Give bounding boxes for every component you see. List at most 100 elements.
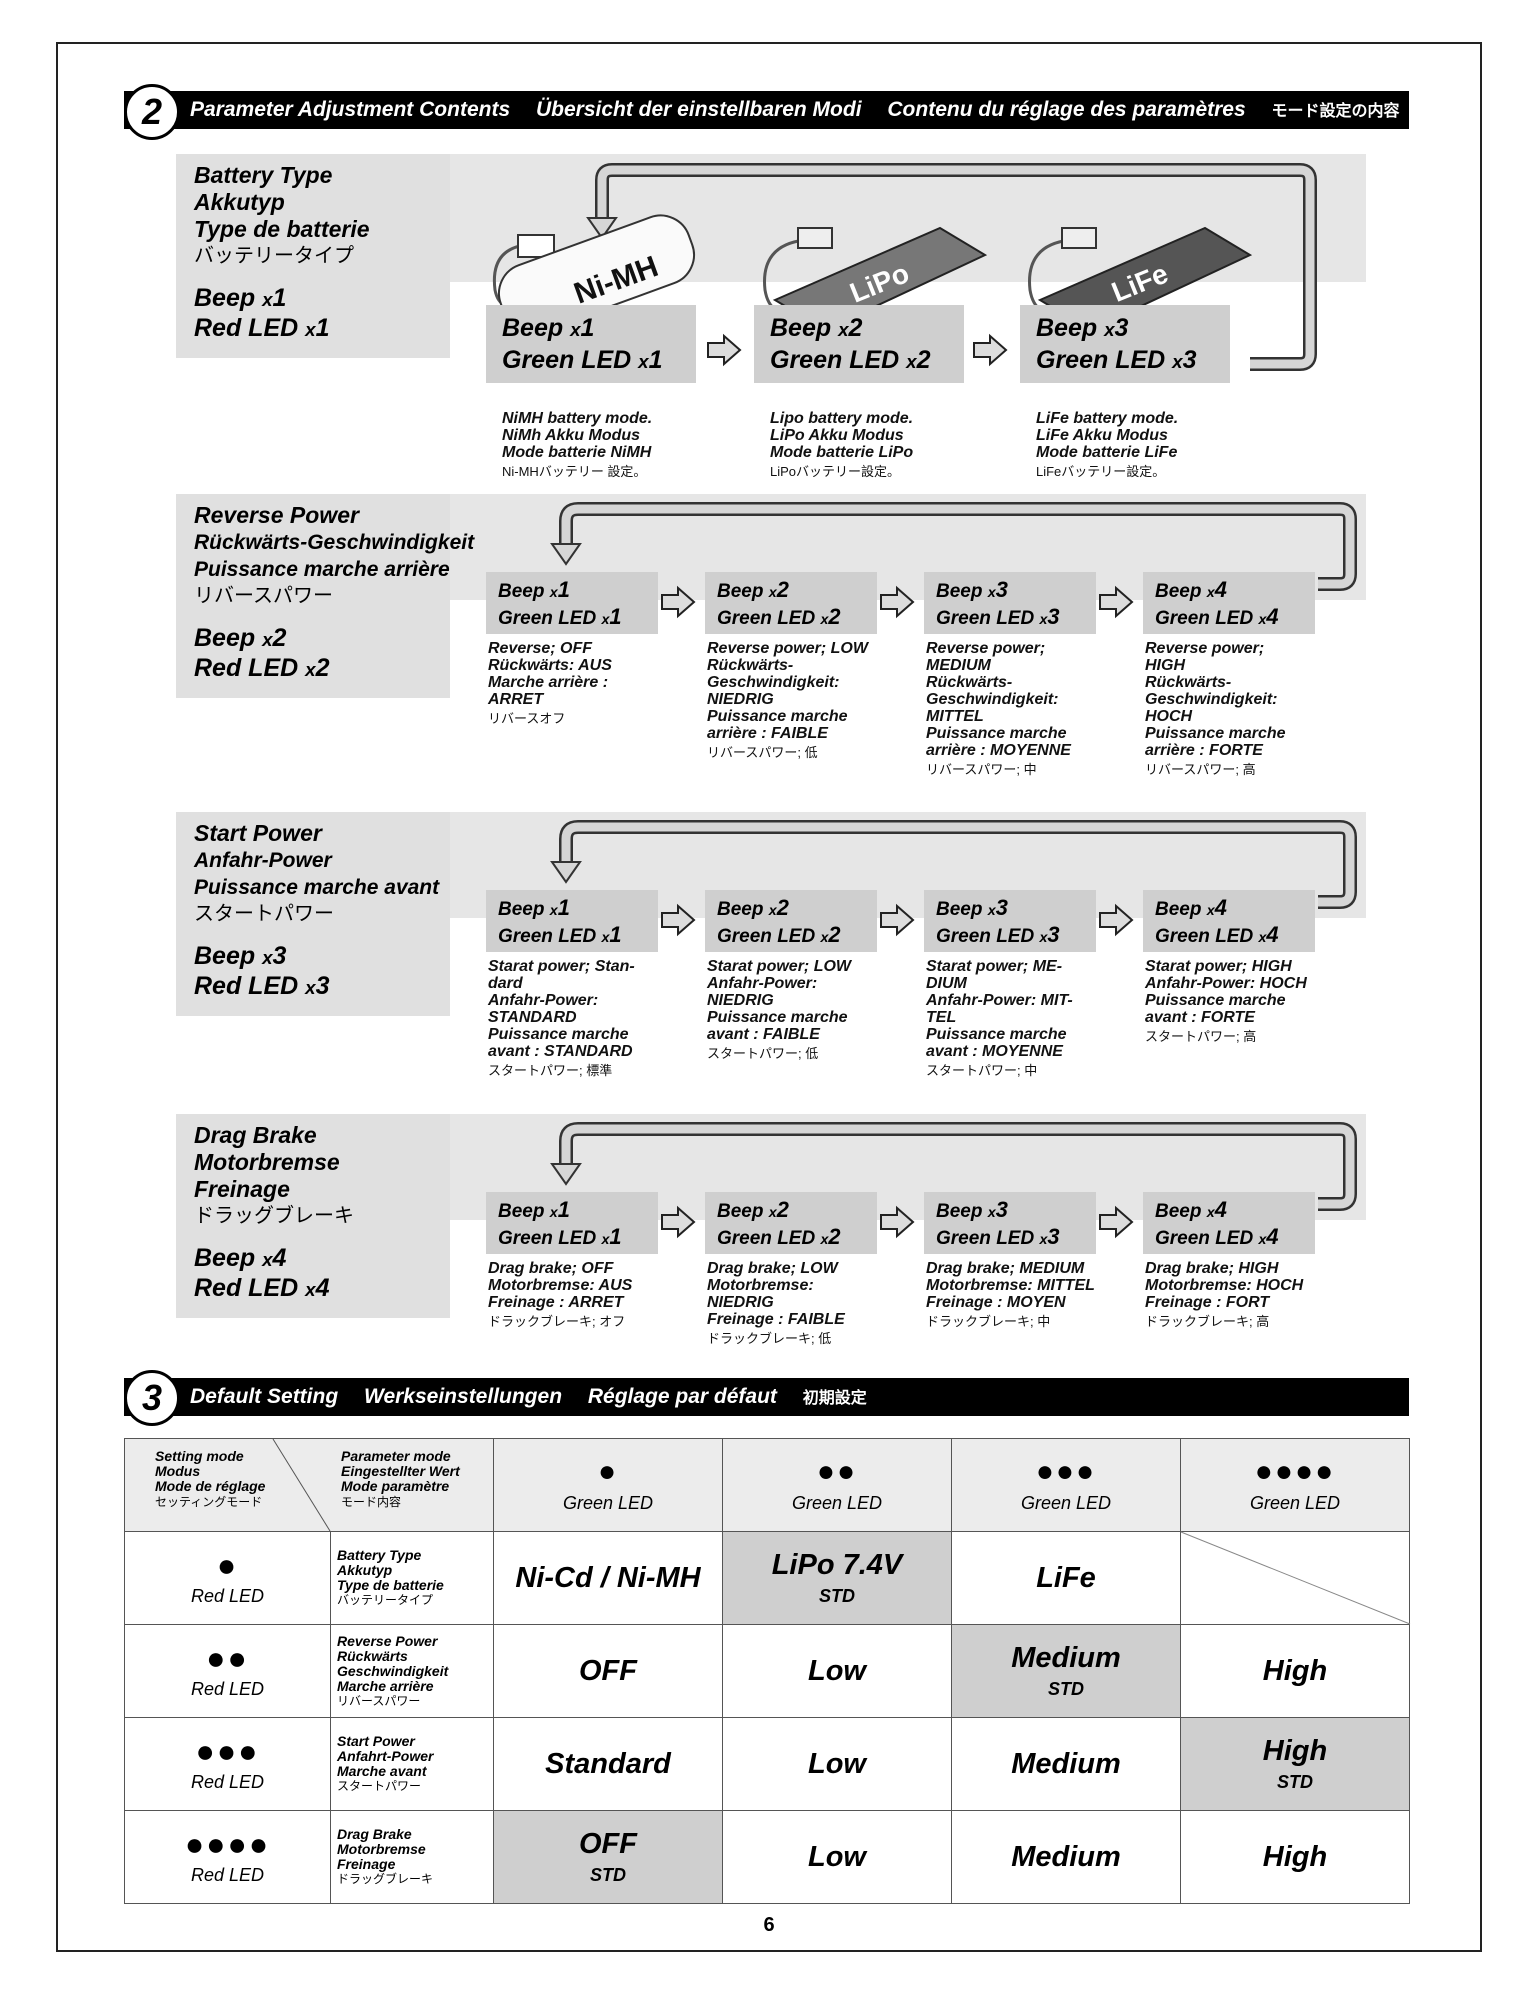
- reverse-label-en: Reverse Power: [194, 502, 359, 528]
- battery-label-de: Akkutyp: [194, 189, 285, 215]
- section-3-title-en: Default Setting: [190, 1385, 339, 1408]
- row-4-value-2: Low: [722, 1810, 952, 1904]
- arrow-right-icon: [661, 1205, 696, 1239]
- battery-loop-arrowhead: [586, 217, 618, 240]
- row-4-value-3: Medium: [951, 1810, 1181, 1904]
- loop-arrowhead: [550, 543, 582, 566]
- battery-label-jp: バッテリータイプ: [194, 245, 354, 267]
- battery-beep-count: Beep x1: [194, 284, 287, 312]
- section-3-title-jp: 初期設定: [802, 1390, 867, 1407]
- loop-arrowhead: [550, 861, 582, 884]
- loop-arrowhead: [550, 1163, 582, 1186]
- page-number: 6: [763, 1914, 775, 1936]
- start-label-jp: スタートパワー: [194, 903, 334, 925]
- start-red-led-count: Red LED x3: [194, 972, 330, 1000]
- section-2-header: Parameter Adjustment Contents Übersicht …: [124, 91, 1409, 129]
- row-1-empty-cell: [1180, 1531, 1411, 1625]
- reverse-label: Reverse Power Rückwärts-Geschwindigkeit …: [176, 494, 475, 698]
- battery-option-2: Beep x2 Green LED x2: [754, 305, 964, 383]
- start-label-en: Start Power: [194, 820, 322, 846]
- reverse-option-2: Beep x2 Green LED x2: [705, 572, 877, 634]
- row-2-value-2: Low: [722, 1624, 952, 1718]
- arrow-right-icon: [880, 585, 915, 619]
- row-4-setting-mode: ●●●●Red LED: [124, 1810, 331, 1904]
- section-2-title-de: Übersicht der einstellbaren Modi: [535, 98, 862, 121]
- row-2-value-1: OFF: [493, 1624, 723, 1718]
- arrow-right-icon: [1099, 1205, 1134, 1239]
- start-option-2: Beep x2 Green LED x2: [705, 890, 877, 952]
- drag-label-de: Motorbremse: [194, 1149, 340, 1175]
- arrow-right-icon: [1099, 903, 1134, 937]
- row-2-value-4: High: [1180, 1624, 1410, 1718]
- row-3-value-2: Low: [722, 1717, 952, 1811]
- arrow-right-icon: [880, 903, 915, 937]
- battery-type-label: Battery Type Akkutyp Type de batterie バッ…: [176, 154, 450, 358]
- row-2-setting-mode: ●●Red LED: [124, 1624, 331, 1718]
- row-1-setting-mode: ●Red LED: [124, 1531, 331, 1625]
- lipo-battery-icon: LiPo: [763, 226, 988, 332]
- row-3-value-3: Medium: [951, 1717, 1181, 1811]
- reverse-label-de: Rückwärts-Geschwindigkeit: [194, 531, 475, 554]
- life-battery-icon: LiFe: [1028, 226, 1253, 332]
- reverse-option-3: Beep x3 Green LED x3: [924, 572, 1096, 634]
- start-option-1: Beep x1 Green LED x1: [486, 890, 658, 952]
- start-label-fr: Puissance marche avant: [194, 876, 440, 899]
- section-2-title-en: Parameter Adjustment Contents: [190, 98, 511, 121]
- battery-label-fr: Type de batterie: [194, 216, 370, 242]
- arrow-right-icon: [661, 585, 696, 619]
- page-frame: [56, 42, 1482, 1952]
- reverse-option-1: Beep x1 Green LED x1: [486, 572, 658, 634]
- start-label: Start Power Anfahr-Power Puissance march…: [176, 812, 450, 1016]
- drag-option-2: Beep x2 Green LED x2: [705, 1192, 877, 1254]
- battery-red-led-count: Red LED x1: [194, 314, 330, 342]
- column-header-1: ●Green LED: [493, 1438, 723, 1532]
- drag-option-1: Beep x1 Green LED x1: [486, 1192, 658, 1254]
- reverse-beep-count: Beep x2: [194, 624, 287, 652]
- drag-option-3: Beep x3 Green LED x3: [924, 1192, 1096, 1254]
- section-2-title-fr: Contenu du réglage des paramètres: [887, 98, 1246, 121]
- arrow-right-icon: [973, 333, 1008, 367]
- drag-label-en: Drag Brake: [194, 1122, 317, 1148]
- reverse-option-4: Beep x4 Green LED x4: [1143, 572, 1315, 634]
- arrow-right-icon: [707, 333, 742, 367]
- drag-label: Drag Brake Motorbremse Freinage ドラッグブレーキ…: [176, 1114, 450, 1318]
- column-header-3: ●●●Green LED: [951, 1438, 1181, 1532]
- column-header-2: ●●Green LED: [722, 1438, 952, 1532]
- section-3-title-fr: Réglage par défaut: [587, 1385, 777, 1408]
- reverse-label-jp: リバースパワー: [194, 585, 333, 607]
- column-header-4: ●●●●Green LED: [1180, 1438, 1410, 1532]
- arrow-right-icon: [1099, 585, 1134, 619]
- battery-loop-arrow: [597, 165, 1315, 369]
- section-3-title-de: Werkseinstellungen: [364, 1385, 563, 1408]
- battery-label-en: Battery Type: [194, 162, 333, 188]
- section-3-header: Default Setting Werkseinstellungen Régla…: [124, 1378, 1409, 1416]
- drag-option-4: Beep x4 Green LED x4: [1143, 1192, 1315, 1254]
- loop-arrow-path: [561, 504, 1355, 589]
- section-2-title-jp: モード設定の内容: [1271, 103, 1400, 120]
- drag-red-led-count: Red LED x4: [194, 1274, 330, 1302]
